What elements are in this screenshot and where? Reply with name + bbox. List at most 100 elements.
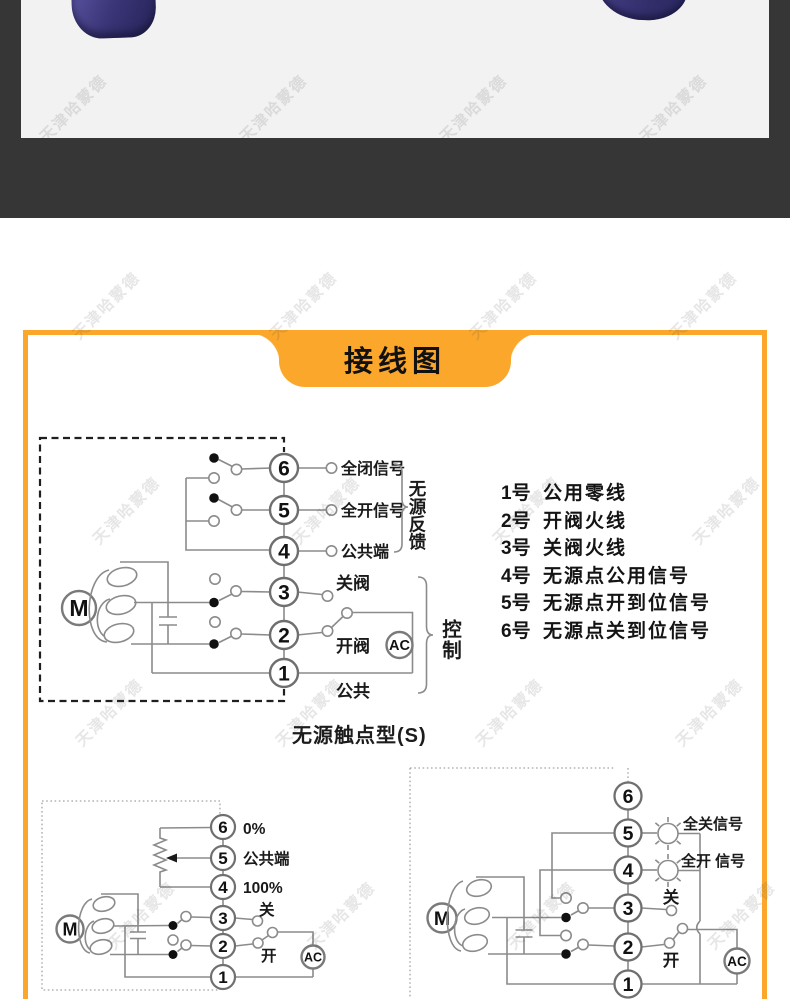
svg-text:3: 3 [218,909,227,928]
label-common-terminal: 公共端 [341,542,389,561]
svg-text:M: M [434,908,450,930]
product-photo-left [71,0,157,40]
label-full-open-signal: 全开 信号 [680,852,745,870]
label-close-valve: 关阀 [336,573,370,593]
d2-terminal-1: 1 [209,963,237,991]
d3-terminal-3: 3 [613,893,643,923]
diagram-caption: 无源触点型(S) [292,725,427,747]
control-switches [209,572,272,649]
ac-source-icon: AC [723,947,751,975]
legend-row: 4号无源点公用信号 [501,565,691,587]
svg-text:5: 5 [218,849,227,868]
svg-text:6: 6 [218,818,227,837]
label-open: 开 [663,952,680,970]
label-common-terminal: 公共端 [243,849,290,868]
svg-text:反: 反 [409,515,427,535]
d2-terminal-4: 4 [209,873,237,901]
signal-lines [641,832,738,985]
feedback-taps [539,832,614,937]
svg-text:3: 3 [278,582,290,605]
wiring-diagrams: M [38,436,751,999]
actuator-boundary-box [41,800,221,991]
label-common: 公共 [336,682,370,701]
actuator-boundary-box [38,436,286,703]
ac-source-icon: AC [385,630,414,660]
card-title: 接线图 [343,345,446,378]
capacitor-icon [476,876,533,954]
motor-wires [131,601,271,674]
svg-text:4: 4 [218,878,228,897]
product-image-panel [21,0,769,138]
label-full-open-signal: 全开信号 [340,501,405,520]
svg-text:M: M [69,595,88,621]
svg-text:3: 3 [623,898,634,920]
product-photo-right [596,0,688,22]
feedback-bracket-label: 无 源 反 馈 [409,479,427,552]
legend-row: 6号无源点关到位信号 [501,620,712,642]
d3-terminal-4: 4 [613,855,643,885]
card-title-banner: 接线图 [250,330,540,387]
main-terminal-1: 1 [268,657,300,689]
svg-text:5: 5 [623,823,634,845]
label-open-valve: 开阀 [336,636,370,656]
d2-terminal-5: 5 [209,844,237,872]
svg-text:控: 控 [442,618,462,641]
d2-terminal-3: 3 [209,904,237,932]
d3-terminal-1: 1 [613,969,643,999]
main-terminal-6: 6 [268,452,300,484]
feedback-switches [185,453,273,551]
svg-text:制: 制 [442,639,462,662]
label-open: 开 [261,947,277,965]
motor-icon: M [426,878,493,953]
svg-text:源: 源 [409,497,427,517]
label-close: 关 [663,887,680,907]
svg-text:4: 4 [623,860,634,882]
feedback-bracket [393,463,409,553]
svg-text:AC: AC [304,951,322,965]
signal-lines [296,461,414,674]
motor-wires [488,916,614,985]
capacitor-icon [120,561,177,644]
capacitor-icon [101,893,146,955]
control-bracket-label: 控 制 [442,618,462,662]
main-diagram: M [38,436,462,703]
lamp-icon-full-close [641,817,682,850]
motor-icon: M [55,895,116,956]
wiper-arrow [166,853,177,863]
svg-text:2: 2 [623,937,634,959]
svg-text:1: 1 [218,968,227,987]
label-100-percent: 100% [243,880,283,897]
d2-terminal-2: 2 [209,932,237,960]
svg-text:1: 1 [278,663,290,686]
svg-text:2: 2 [218,937,227,956]
svg-text:AC: AC [389,638,410,654]
svg-text:4: 4 [278,541,290,564]
lamp-icon-full-open [641,854,682,887]
d3-terminal-2: 2 [613,932,643,962]
svg-text:6: 6 [623,786,634,808]
svg-text:6: 6 [278,458,290,481]
svg-text:1: 1 [623,974,634,996]
control-bracket [417,576,434,694]
control-switches [167,910,212,959]
legend-row: 5号无源点开到位信号 [501,593,712,615]
main-terminal-2: 2 [268,619,300,651]
svg-text:5: 5 [278,500,290,523]
svg-text:M: M [63,920,78,940]
motor-wires [110,924,211,978]
label-full-close-signal: 全关信号 [682,815,743,833]
legend-row: 2号开阀火线 [501,510,628,532]
wiring-diagram-card: 接线图 1号公用零线 2号开阀火线 3号关阀火线 4号无源点公用信号 5号无源点… [23,330,767,999]
modulating-diagram: M [41,800,326,991]
legend-row: 3号关阀火线 [501,538,628,560]
main-terminal-5: 5 [268,494,300,526]
ac-source-icon: AC [300,944,326,970]
d3-terminal-6: 6 [613,781,643,811]
legend-row: 1号公用零线 [501,483,628,504]
svg-text:2: 2 [278,625,290,648]
d3-terminal-5: 5 [613,818,643,848]
main-terminal-3: 3 [268,576,300,608]
label-close: 关 [259,900,275,919]
d2-terminal-6: 6 [209,813,237,841]
